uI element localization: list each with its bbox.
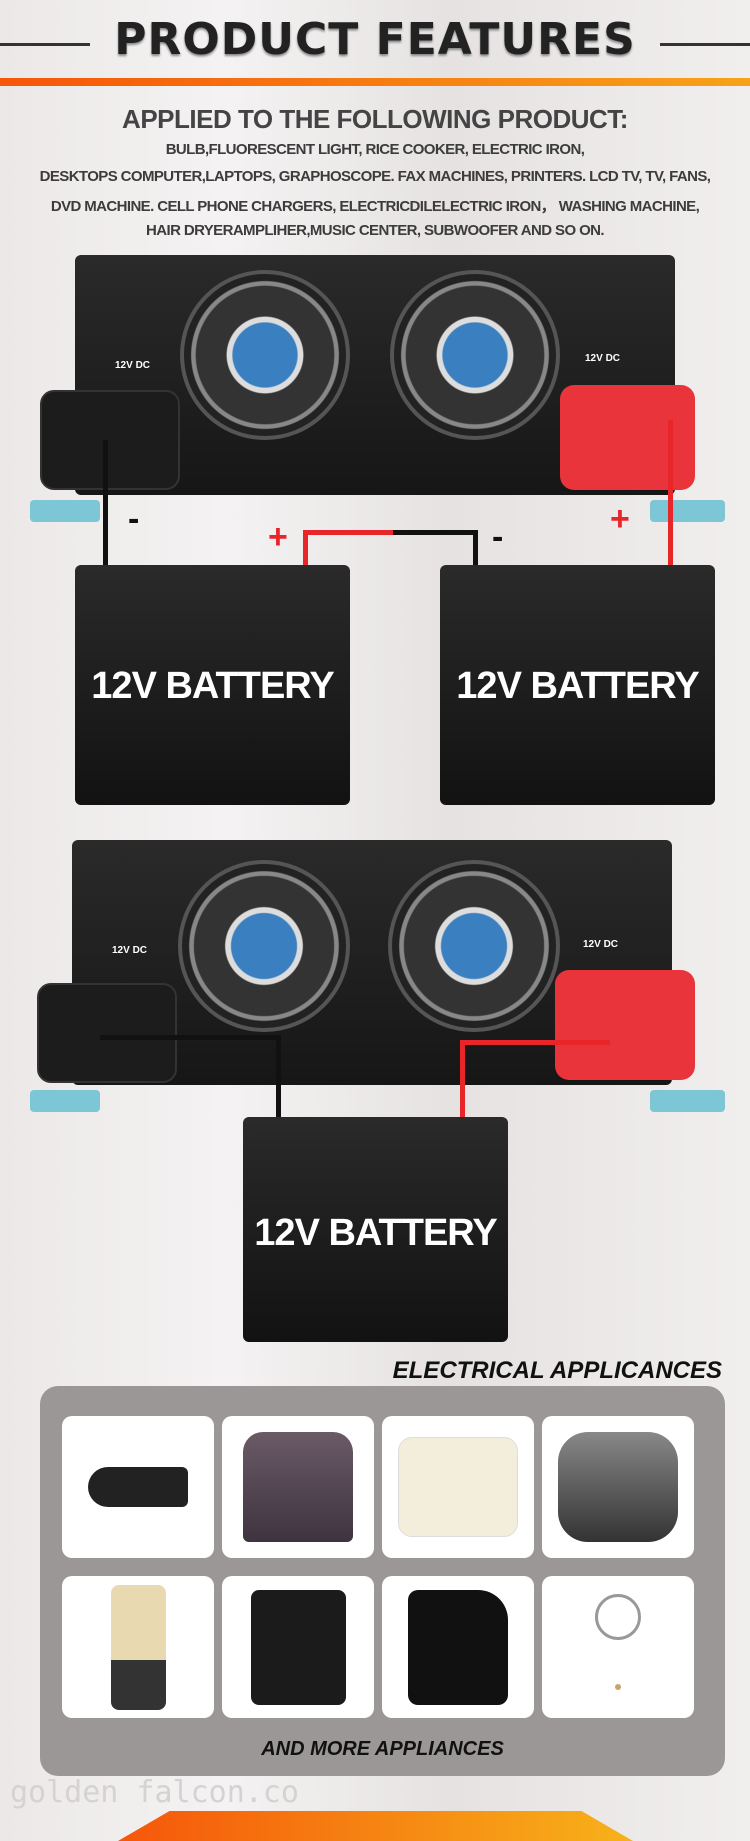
battery: 12V BATTERY	[440, 565, 715, 805]
applied-heading: APPLIED TO THE FOLLOWING PRODUCT:	[122, 104, 628, 134]
appliance-coffee-maker	[382, 1416, 534, 1558]
plus-sign: +	[268, 518, 288, 556]
mount-foot-right	[650, 500, 725, 522]
battery-label: 12V BATTERY	[91, 665, 334, 707]
mount-foot-right	[650, 1090, 725, 1112]
page-title: PRODUCT FEATURES	[114, 14, 636, 65]
appliance-standing-fan	[542, 1576, 694, 1718]
appliance-espresso-machine	[222, 1576, 374, 1718]
fan-icon	[180, 270, 350, 440]
battery-label: 12V BATTERY	[456, 665, 699, 707]
plus-sign: +	[610, 500, 630, 538]
accent-bar	[0, 78, 750, 86]
minus-sign: -	[492, 518, 504, 556]
applied-line: HAIR DRYERAMPLIHER,MUSIC CENTER, SUBWOOF…	[146, 222, 605, 239]
mount-foot-left	[30, 500, 100, 522]
watermark: golden falcon.co	[10, 1775, 299, 1810]
standing-fan-icon	[595, 1594, 641, 1640]
battery-label: 12V BATTERY	[254, 1212, 497, 1254]
fan-icon	[388, 860, 560, 1032]
mount-foot-left	[30, 1090, 100, 1112]
appliances-title: ELECTRICAL APPLICANCES	[392, 1357, 722, 1384]
appliance-electric-kettle	[382, 1576, 534, 1718]
negative-terminal	[40, 390, 180, 490]
blender-icon	[110, 1584, 166, 1710]
title-rule-left	[0, 43, 90, 46]
fan-icon	[178, 860, 350, 1032]
applied-line: DESKTOPS COMPUTER,LAPTOPS, GRAPHOSCOPE. …	[39, 168, 711, 185]
negative-terminal	[37, 983, 177, 1083]
positive-terminal	[555, 970, 695, 1080]
dc-label-left: 12V DC	[115, 360, 151, 371]
coffee-maker-icon	[398, 1437, 518, 1537]
appliances-footer: AND MORE APPLIANCES	[261, 1738, 504, 1760]
appliance-rice-cooker	[542, 1416, 694, 1558]
appliance-stand-mixer	[222, 1416, 374, 1558]
bottom-accent-banner	[118, 1811, 633, 1841]
fan-icon	[390, 270, 560, 440]
minus-sign: -	[128, 500, 140, 538]
kettle-icon	[408, 1589, 508, 1705]
appliances-panel: AND MORE APPLIANCES	[40, 1386, 725, 1776]
battery: 12V BATTERY	[243, 1117, 508, 1342]
appliance-hair-dryer	[62, 1416, 214, 1558]
espresso-machine-icon	[250, 1589, 346, 1705]
dc-label-right: 12V DC	[585, 353, 621, 364]
rice-cooker-icon	[558, 1432, 678, 1542]
single-battery-diagram: 12V DC 12V DC 12V BATTERY	[0, 835, 750, 1345]
series-wiring-diagram: 12V DC 12V DC - + - + 12V BATTERY 12V BA…	[0, 250, 750, 810]
battery: 12V BATTERY	[75, 565, 350, 805]
stand-mixer-icon	[243, 1432, 353, 1542]
applied-line: BULB,FLUORESCENT LIGHT, RICE COOKER, ELE…	[165, 141, 585, 158]
applied-line: DVD MACHINE. CELL PHONE CHARGERS, ELECTR…	[50, 198, 700, 215]
positive-terminal	[560, 385, 695, 490]
dc-label-right: 12V DC	[583, 939, 619, 950]
title-rule-right	[660, 43, 750, 46]
appliance-blender	[62, 1576, 214, 1718]
dc-label-left: 12V DC	[112, 945, 148, 956]
hair-dryer-icon	[88, 1467, 188, 1507]
